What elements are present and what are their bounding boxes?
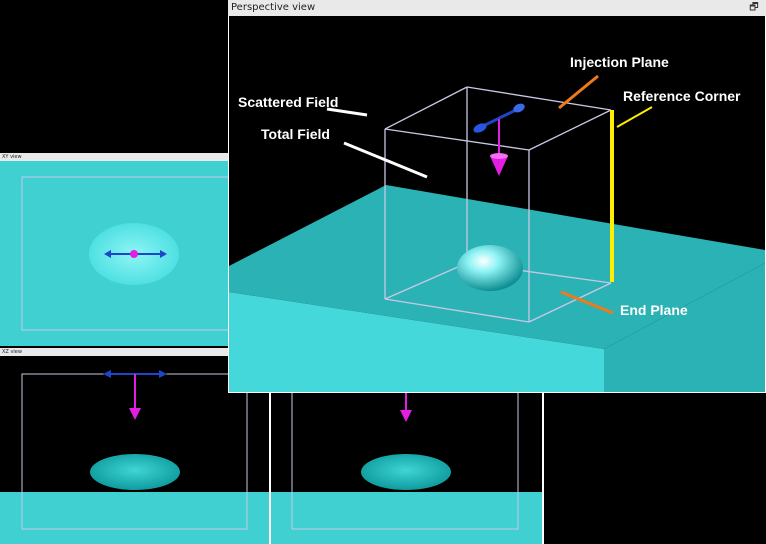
xy-arrowhead-right — [160, 250, 167, 258]
xz-view-title: XZ view — [0, 348, 272, 356]
e-field-arrowhead-back — [473, 123, 487, 133]
xy-view-panel[interactable]: XY view — [0, 153, 230, 346]
injection-plane-pointer — [558, 74, 599, 110]
e-field-arrow — [480, 107, 519, 129]
substrate-side-face — [604, 263, 765, 392]
xy-k-vector-dot — [130, 250, 138, 258]
label-reference-corner: Reference Corner — [623, 88, 741, 104]
scattered-field-pointer — [326, 107, 368, 117]
total-field-pointer — [343, 141, 428, 179]
label-end-plane: End Plane — [620, 302, 688, 318]
xy-view-canvas[interactable] — [0, 161, 230, 346]
xz-arrowhead-left — [103, 370, 111, 378]
yz-k-vector-head — [400, 410, 412, 422]
label-total-field: Total Field — [261, 126, 330, 142]
perspective-view-panel[interactable]: Perspective view 🗗 — [228, 0, 766, 394]
xz-arrowhead-right — [159, 370, 167, 378]
k-vector-cone — [490, 156, 508, 176]
xz-substrate — [0, 492, 272, 544]
restore-window-icon[interactable]: 🗗 — [749, 2, 759, 13]
end-plane-pointer — [560, 290, 614, 315]
yz-scatterer — [361, 454, 451, 490]
xz-scatterer — [90, 454, 180, 490]
xz-view-panel[interactable]: XZ view — [0, 348, 272, 544]
label-injection-plane: Injection Plane — [570, 54, 669, 70]
simulation-box — [384, 86, 612, 323]
label-scattered-field: Scattered Field — [238, 94, 338, 110]
xz-view-canvas[interactable] — [0, 356, 272, 544]
perspective-canvas[interactable]: Injection Plane Reference Corner Scatter… — [229, 17, 765, 392]
reference-corner-pointer — [616, 106, 653, 128]
scatterer-sphere — [457, 245, 523, 291]
xy-view-title: XY view — [0, 153, 230, 161]
yz-substrate — [272, 492, 542, 544]
perspective-view-title-text: Perspective view — [231, 2, 316, 13]
xy-arrowhead-left — [104, 250, 111, 258]
substrate-front-face — [229, 292, 604, 392]
xy-domain-box — [21, 176, 230, 331]
xz-k-vector-head — [129, 408, 141, 420]
e-field-arrowhead-front — [513, 103, 525, 113]
perspective-view-title: Perspective view 🗗 — [228, 0, 766, 17]
